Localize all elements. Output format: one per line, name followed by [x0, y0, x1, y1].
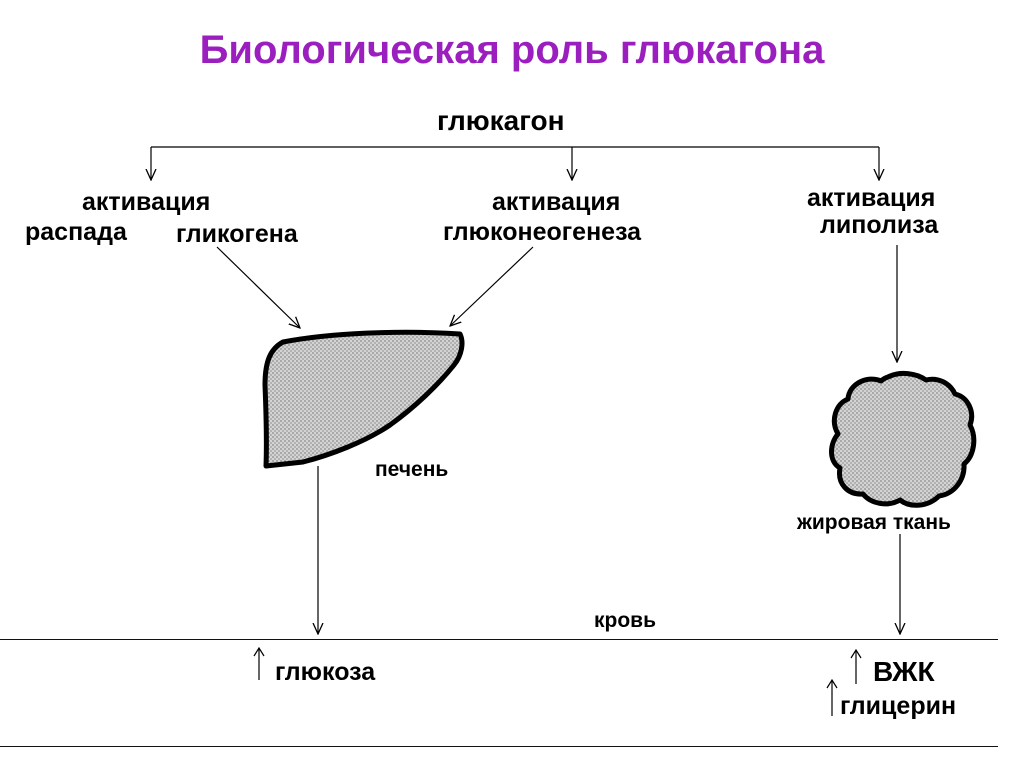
adipose-label: жировая ткань: [797, 511, 951, 534]
blood-bottom-border: [0, 746, 998, 747]
up-arrow-icon: [826, 678, 838, 716]
branch-left-line2a: распада: [25, 218, 127, 246]
liver-label: печень: [375, 458, 449, 481]
blood-label: кровь: [594, 609, 656, 632]
blood-top-border: [0, 639, 998, 640]
arrow-glycogenolysis-to-liver: [216, 246, 300, 328]
branch-left-line2b: гликогена: [176, 220, 298, 248]
root-connector: [151, 146, 879, 180]
root-node-label: глюкагон: [437, 105, 565, 136]
glucose-label: глюкоза: [275, 658, 376, 686]
branch-middle-line1: активация: [492, 188, 621, 216]
branch-left-line1: активация: [82, 188, 211, 216]
branch-right-line1: активация: [807, 184, 936, 212]
glycerol-label: глицерин: [840, 692, 957, 720]
liver-shape: [262, 329, 465, 469]
branch-right-line2: липолиза: [820, 211, 939, 239]
up-arrow-icon: [850, 648, 862, 684]
branch-middle-line2: глюконеогенеза: [443, 218, 642, 246]
arrow-gluconeogenesis-to-liver: [450, 246, 534, 326]
adipose-shape: [829, 370, 977, 508]
ffa-label: ВЖК: [873, 656, 935, 687]
page-title: Биологическая роль глюкагона: [199, 28, 825, 72]
up-arrow-icon: [253, 646, 265, 680]
